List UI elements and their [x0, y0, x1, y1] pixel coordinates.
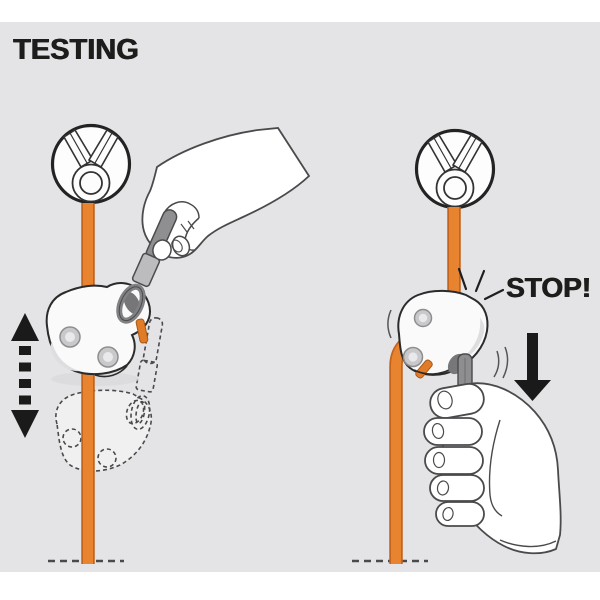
down-arrow-icon — [514, 333, 551, 401]
stop-label: STOP! — [506, 272, 592, 303]
top-margin — [0, 0, 600, 22]
rope-clamp-device-left — [45, 282, 151, 378]
device-shadow — [51, 372, 139, 386]
anchor-ring-icon-right — [414, 128, 496, 210]
pinching-hand — [141, 127, 311, 259]
bottom-margin — [0, 572, 600, 600]
testing-title: TESTING — [13, 34, 139, 66]
fingers — [423, 417, 485, 527]
gripping-fist — [423, 382, 562, 555]
up-down-dashed-arrow-icon — [11, 313, 39, 438]
thumb — [429, 383, 485, 419]
orange-cam — [135, 318, 149, 344]
rivets — [59, 326, 119, 368]
attachment-hole — [123, 291, 141, 315]
orange-cam — [415, 359, 433, 379]
ghost-device-lower-position — [55, 317, 164, 472]
fingertips-over-carabiner — [152, 235, 191, 261]
impact-lines — [457, 267, 505, 301]
rivets — [402, 308, 433, 368]
rope-clamp-locked — [397, 289, 489, 379]
anchor-ring-icon-left — [50, 123, 132, 205]
motion-arcs — [387, 309, 509, 379]
